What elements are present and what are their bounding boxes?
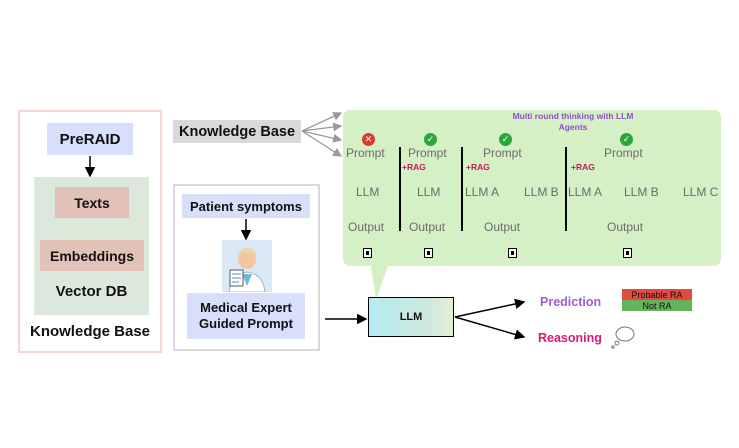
panel-divider-3 [565, 147, 567, 231]
panel-callout-tail [370, 260, 390, 300]
check-icon: ✓ [424, 133, 437, 146]
col1-stop-icon [363, 248, 372, 258]
doctor-icon [222, 240, 272, 292]
knowledge-base-frame [18, 110, 162, 353]
col4-llm-a: LLM A [568, 185, 603, 199]
probable-ra-badge: Probable RA [622, 289, 692, 300]
embeddings-box: Embeddings [40, 240, 144, 271]
medical-prompt-line2: Guided Prompt [199, 316, 293, 331]
patient-symptoms-box: Patient symptoms [182, 194, 310, 218]
col4-llm-b: LLM B [624, 185, 659, 199]
col3-rag: +RAG [466, 162, 490, 172]
vector-db-label: Vector DB [55, 283, 128, 300]
arrow-llm-reasoning [454, 316, 526, 340]
panel-title-line2: Agents [558, 122, 588, 132]
col3-prompt: Prompt [483, 146, 522, 160]
prediction-label: Prediction [540, 295, 602, 309]
preraid-box: PreRAID [47, 123, 133, 155]
col4-llm-c: LLM C [683, 185, 719, 199]
col2-output: Output [409, 220, 446, 234]
reasoning-label: Reasoning [538, 331, 602, 345]
col4-rag: +RAG [571, 162, 595, 172]
texts-box: Texts [55, 187, 129, 218]
thought-bubble-icon [611, 326, 635, 349]
col4-stop-icon [623, 248, 632, 258]
arrow-llm-prediction [454, 298, 526, 318]
col1-output: Output [348, 220, 385, 234]
check-icon: ✓ [499, 133, 512, 146]
col2-stop-icon [424, 248, 433, 258]
col2-llm: LLM [417, 185, 441, 199]
col2-prompt: Prompt [408, 146, 447, 160]
col3-output: Output [484, 220, 521, 234]
col1-llm: LLM [356, 185, 380, 199]
medical-prompt-line1: Medical Expert [200, 300, 292, 315]
check-icon: ✓ [620, 133, 633, 146]
x-icon: ✕ [362, 133, 375, 146]
multi-round-panel [343, 110, 721, 266]
panel-title-line1: Multi round thinking with LLM [512, 111, 634, 121]
panel-divider-1 [399, 147, 401, 231]
col1-prompt: Prompt [346, 146, 385, 160]
col4-output: Output [607, 220, 644, 234]
main-llm-box: LLM [368, 297, 454, 337]
medical-prompt-box: Medical Expert Guided Prompt [187, 293, 305, 339]
col3-stop-icon [508, 248, 517, 258]
col3-llm-a: LLM A [465, 185, 500, 199]
col2-rag: +RAG [402, 162, 426, 172]
patient-frame [173, 184, 320, 351]
panel-divider-2 [461, 147, 463, 231]
col4-prompt: Prompt [604, 146, 643, 160]
panel-title: Multi round thinking with LLM Agents [498, 111, 648, 133]
not-ra-badge: Not RA [622, 300, 692, 311]
col3-llm-b: LLM B [524, 185, 559, 199]
knowledge-base-label: Knowledge Base [173, 120, 301, 143]
knowledge-base-caption: Knowledge Base [29, 323, 151, 340]
